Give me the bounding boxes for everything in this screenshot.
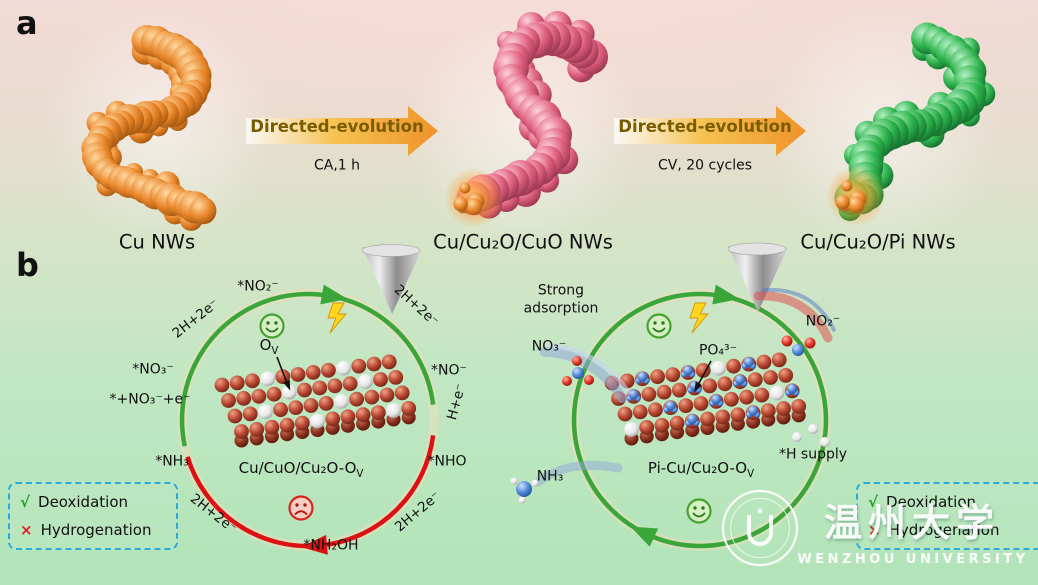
- species-no2-right: NO₂⁻: [805, 313, 841, 330]
- legend-deoxidation-label: Deoxidation: [886, 493, 977, 511]
- material-label-left: Cu/CuO/Cu₂O-OV: [239, 460, 364, 480]
- species-nh2oh: *NH₂OH: [303, 537, 359, 554]
- material-right-main: Pi-Cu/Cu₂O-O: [647, 458, 748, 477]
- cu-cu2o-cuo-nanowire: [444, 10, 609, 228]
- vacancy-pointer-arrow: [276, 356, 291, 391]
- right-cycle-ring: [569, 284, 831, 551]
- legend-hydrogenation-label: Hydrogenation: [40, 521, 152, 539]
- lightning-icon: [689, 302, 709, 334]
- hydrogen-supply-spheres: [792, 424, 830, 447]
- watermark-en: WENZHOU UNIVERSITY: [797, 551, 1029, 567]
- evolution-arrow-2: [614, 106, 806, 156]
- species-nh3-right: NH₃: [536, 468, 564, 485]
- red-cycle-arrowhead: [301, 534, 328, 555]
- lightning-icon: [327, 302, 347, 334]
- no2-release-streak: [753, 287, 836, 343]
- check-icon: √: [20, 493, 31, 511]
- legend-deoxidation-label: Deoxidation: [38, 493, 129, 511]
- vacancy-sub: V: [271, 345, 279, 357]
- stage-label-cu-cu2o-cuo-nws: Cu/Cu₂O/CuO NWs: [433, 230, 613, 254]
- material-left-main: Cu/CuO/Cu₂O-O: [238, 458, 357, 477]
- species-nho: *NHO: [427, 453, 467, 470]
- species-no: *NO⁻: [431, 362, 467, 379]
- nitrite-molecule: [781, 335, 816, 356]
- cross-icon: ×: [20, 521, 33, 539]
- left-cycle-ring: [177, 284, 439, 555]
- ammonia-molecule: [510, 477, 539, 504]
- legend-hydrogenation-label: Hydrogenation: [888, 521, 1000, 539]
- pi-cu-cu2o-nanosheet: [604, 352, 807, 446]
- species-no3-e: *+NO₃⁻+e⁻: [109, 391, 191, 408]
- evolution-arrow-1-title: Directed-evolution: [250, 116, 424, 136]
- cu-cu2o-pi-nanowire: [826, 22, 996, 226]
- cu-cuo-cu2o-nanosheet: [214, 354, 417, 448]
- green-cycle-arrowhead: [630, 526, 659, 547]
- h-supply-label: *H supply: [778, 446, 848, 463]
- evolution-arrow-1-condition: CA,1 h: [313, 157, 361, 174]
- no3-adsorption-streak: [540, 343, 631, 403]
- phosphate-label: PO₄³⁻: [698, 342, 738, 359]
- probe-tip-cone-right: [727, 242, 787, 312]
- legend-box-left: √ Deoxidation × Hydrogenation: [8, 482, 178, 550]
- legend-box-right: √ Deoxidation × Hydrogenation: [856, 482, 1038, 550]
- nitrate-molecule: [562, 356, 594, 386]
- happy-face-icon: [259, 313, 285, 339]
- material-left-sub: V: [356, 468, 364, 480]
- legend-row-hydrogenation: × Hydrogenation: [20, 521, 166, 539]
- legend-row-hydrogenation: × Hydrogenation: [868, 521, 1038, 539]
- species-nh3-left: *NH₃: [155, 453, 189, 470]
- green-cycle-arrowhead: [712, 284, 740, 305]
- university-logo: [721, 489, 799, 567]
- sad-face-icon: [288, 495, 314, 521]
- material-label-right: Pi-Cu/Cu₂O-OV: [648, 460, 754, 480]
- probe-tip-cone-left: [361, 244, 421, 314]
- legend-row-deoxidation: √ Deoxidation: [868, 493, 1038, 511]
- species-no3: *NO₃⁻: [132, 361, 174, 378]
- phosphate-pointer-arrow: [694, 360, 712, 393]
- green-cycle-arrowhead: [320, 284, 348, 305]
- legend-row-deoxidation: √ Deoxidation: [20, 493, 166, 511]
- vacancy-main: O: [259, 335, 272, 354]
- strong-adsorption-line2: adsorption: [523, 300, 599, 317]
- watermark-cn: 温州大学: [823, 501, 1001, 546]
- cross-icon: ×: [868, 521, 881, 539]
- happy-face-icon: [646, 313, 672, 339]
- oxygen-vacancy-label: OV: [260, 337, 279, 357]
- evolution-arrow-2-condition: CV, 20 cycles: [658, 157, 752, 174]
- cu-nanowire: [81, 25, 217, 231]
- happy-face-icon: [686, 498, 712, 524]
- nh3-release-streak: [533, 460, 623, 487]
- species-no3-right: NO₃⁻: [531, 338, 567, 355]
- strong-adsorption-line1: Strong: [537, 282, 585, 299]
- panel-a-label: a: [16, 4, 38, 42]
- species-no2: *NO₂⁻: [237, 278, 279, 295]
- stage-label-cu-nws: Cu NWs: [118, 230, 196, 254]
- panel-b-label: b: [16, 246, 39, 284]
- stage-label-cu-cu2o-pi-nws: Cu/Cu₂O/Pi NWs: [800, 230, 956, 254]
- evolution-arrow-1: [246, 106, 438, 156]
- check-icon: √: [868, 493, 879, 511]
- evolution-arrow-2-title: Directed-evolution: [618, 116, 792, 136]
- material-right-sub: V: [747, 468, 755, 480]
